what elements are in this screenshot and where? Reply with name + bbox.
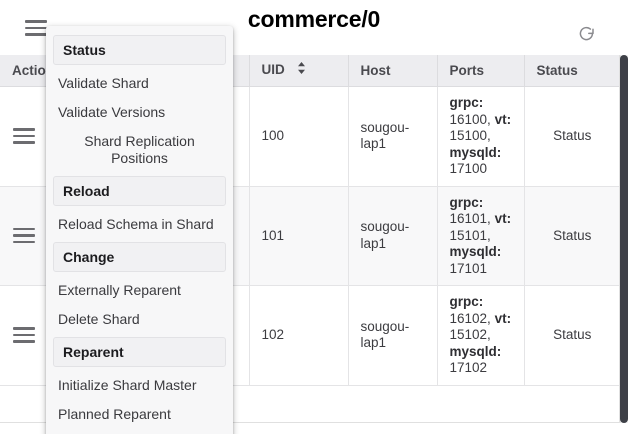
port-label-mysqld: mysqld: bbox=[449, 144, 502, 160]
vertical-scrollbar-thumb[interactable] bbox=[620, 55, 628, 423]
port-value-grpc: 16101, bbox=[449, 211, 491, 226]
menu-section-header-reparent: Reparent bbox=[53, 337, 226, 367]
menu-item-externally-reparent[interactable]: Externally Reparent bbox=[58, 282, 181, 298]
menu-item-validate-versions[interactable]: Validate Versions bbox=[58, 104, 166, 120]
row-uid-cell: 102 bbox=[249, 285, 349, 386]
row-ports-cell: grpc: 16101, vt: 15101, mysqld: 17101 bbox=[437, 186, 525, 286]
refresh-button[interactable] bbox=[572, 19, 602, 49]
row-menu-icon[interactable] bbox=[12, 128, 35, 144]
row-status-cell[interactable]: Status bbox=[524, 186, 619, 286]
menu-section-header-reload: Reload bbox=[53, 176, 226, 206]
menu-item-reload-schema-in-shard[interactable]: Reload Schema in Shard bbox=[58, 216, 214, 232]
column-header-ports[interactable]: Ports bbox=[437, 55, 525, 87]
hamburger-bar bbox=[12, 128, 35, 131]
row-actions-cell bbox=[0, 285, 49, 386]
hamburger-bar bbox=[12, 227, 35, 231]
shard-actions-dropdown: Status Validate Shard Validate Versions … bbox=[46, 26, 233, 434]
row-host-cell: sougou-lap1 bbox=[348, 86, 438, 187]
column-header-actions[interactable]: Actions bbox=[0, 55, 62, 87]
hamburger-bar bbox=[12, 240, 35, 244]
hamburger-menu-icon[interactable] bbox=[25, 20, 47, 36]
port-label-mysqld: mysqld: bbox=[449, 244, 502, 259]
menu-item-planned-reparent[interactable]: Planned Reparent bbox=[58, 406, 171, 422]
row-actions-cell bbox=[0, 186, 49, 286]
port-value-mysqld: 17100 bbox=[449, 161, 488, 176]
column-header-uid[interactable]: UID bbox=[249, 55, 349, 87]
row-host-cell: sougou-lap1 bbox=[348, 285, 438, 386]
row-menu-icon[interactable] bbox=[12, 227, 35, 244]
hamburger-bar bbox=[25, 33, 47, 36]
port-label-grpc: grpc: bbox=[449, 294, 484, 309]
refresh-icon bbox=[579, 26, 594, 41]
port-label-grpc: grpc: bbox=[449, 194, 484, 210]
hamburger-bar bbox=[12, 134, 35, 138]
hamburger-bar bbox=[12, 234, 35, 237]
port-label-grpc: grpc: bbox=[449, 95, 484, 110]
menu-section-header-status: Status bbox=[53, 35, 226, 65]
menu-item-initialize-shard-master[interactable]: Initialize Shard Master bbox=[58, 377, 197, 393]
row-uid-cell: 101 bbox=[249, 186, 349, 286]
page-title: commerce/0 bbox=[247, 6, 381, 32]
row-host-cell: sougou-lap1 bbox=[348, 186, 438, 286]
row-status-cell[interactable]: Status bbox=[524, 86, 619, 187]
hamburger-bar bbox=[12, 327, 35, 330]
port-value-vt: 15102, bbox=[449, 327, 491, 342]
menu-section-header-change: Change bbox=[53, 242, 226, 272]
port-label-mysqld: mysqld: bbox=[449, 343, 502, 359]
port-value-vt: 15101, bbox=[449, 227, 491, 243]
row-ports-cell: grpc: 16100, vt: 15100, mysqld: 17100 bbox=[437, 86, 525, 187]
column-header-host[interactable]: Host bbox=[348, 55, 438, 87]
port-value-grpc: 16100, bbox=[449, 111, 491, 127]
port-value-grpc: 16102, bbox=[449, 310, 491, 326]
row-status-cell[interactable]: Status bbox=[524, 285, 619, 386]
hamburger-bar bbox=[12, 333, 35, 337]
port-value-vt: 15100, bbox=[449, 128, 491, 143]
port-label-vt: vt: bbox=[494, 310, 512, 326]
port-value-mysqld: 17102 bbox=[449, 360, 488, 375]
port-label-vt: vt: bbox=[494, 111, 512, 127]
port-value-mysqld: 17101 bbox=[449, 260, 488, 276]
menu-item-validate-shard[interactable]: Validate Shard bbox=[58, 75, 149, 91]
menu-item-delete-shard[interactable]: Delete Shard bbox=[58, 311, 140, 327]
sort-updown-icon[interactable] bbox=[296, 61, 307, 78]
row-menu-icon[interactable] bbox=[12, 327, 35, 343]
menu-item-emergency-reparent[interactable]: Emergency Reparent bbox=[46, 429, 233, 434]
row-actions-cell bbox=[0, 86, 49, 187]
column-header-uid-label: UID bbox=[261, 62, 285, 78]
row-uid-cell: 100 bbox=[249, 86, 349, 187]
port-label-vt: vt: bbox=[494, 211, 512, 226]
hamburger-bar bbox=[12, 340, 35, 343]
menu-item-shard-replication-positions[interactable]: Shard Replication Positions bbox=[84, 133, 195, 166]
hamburger-bar bbox=[25, 20, 47, 23]
hamburger-bar bbox=[25, 26, 47, 29]
column-header-status[interactable]: Status bbox=[524, 55, 619, 87]
hamburger-bar bbox=[12, 141, 35, 144]
row-ports-cell: grpc: 16102, vt: 15102, mysqld: 17102 bbox=[437, 285, 525, 386]
